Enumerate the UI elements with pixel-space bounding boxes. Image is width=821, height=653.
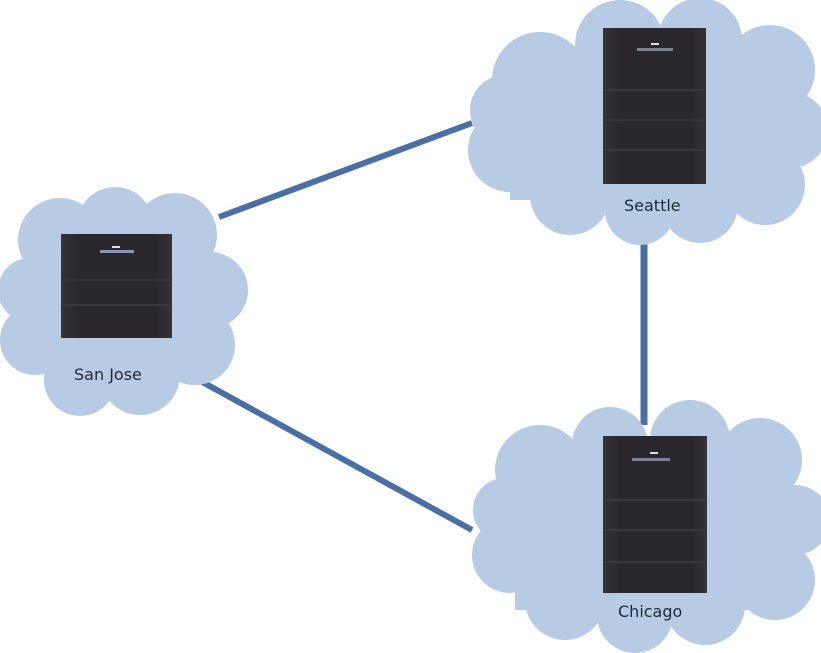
server-rack-icon [603, 436, 707, 593]
node-label: Chicago [618, 602, 682, 621]
link-san-jose-chicago [193, 375, 474, 533]
node-san-jose[interactable]: San Jose [0, 187, 248, 416]
link-san-jose-seattle [217, 120, 474, 220]
node-seattle[interactable]: Seattle [468, 0, 821, 245]
node-label: San Jose [74, 365, 142, 384]
node-label: Seattle [624, 196, 681, 215]
node-chicago[interactable]: Chicago [472, 400, 821, 653]
links [193, 120, 648, 533]
server-rack-icon [61, 234, 172, 338]
server-rack-icon [603, 28, 706, 184]
